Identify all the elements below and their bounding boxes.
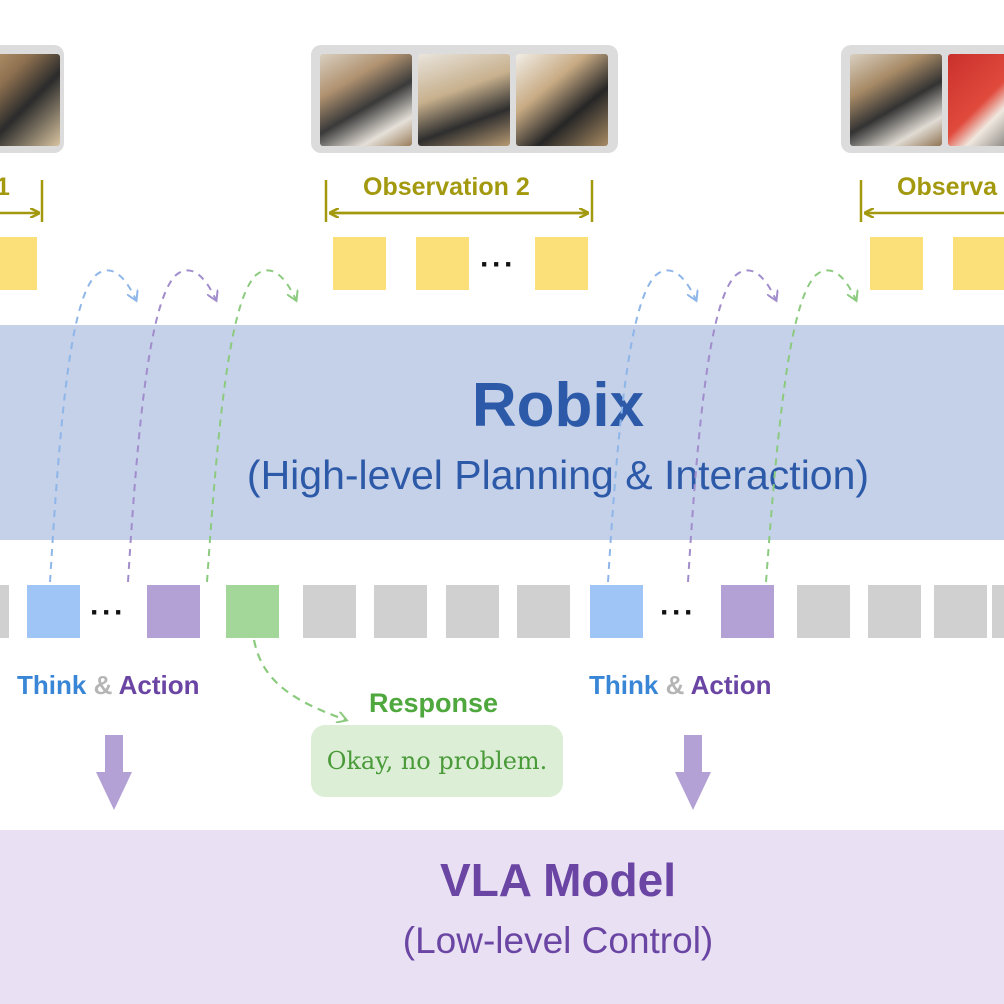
- observation-token: [0, 237, 37, 290]
- output-token: [517, 585, 570, 638]
- camera-frame-image: [948, 54, 1004, 146]
- think-token: [590, 585, 643, 638]
- action-label: Action: [118, 670, 200, 700]
- ampersand: &: [665, 670, 685, 700]
- output-token: [797, 585, 850, 638]
- think-feedback-arrow: [607, 269, 696, 583]
- response-text: Okay, no problem.: [326, 747, 548, 775]
- robix-panel: [0, 325, 1004, 540]
- ellipsis: ···: [90, 596, 126, 629]
- down-arrow-left: [96, 735, 132, 810]
- think-label: Think: [17, 670, 87, 700]
- camera-frame-image: [516, 54, 608, 146]
- response-arrow: [252, 639, 346, 720]
- think-feedback-arrow: [49, 269, 136, 583]
- observation-2-bracket: [324, 180, 594, 222]
- observation-1-images: [0, 45, 64, 153]
- observation-1-label: 1: [0, 173, 10, 201]
- camera-frame-image: [418, 54, 510, 146]
- ampersand: &: [93, 670, 113, 700]
- output-token: [446, 585, 499, 638]
- observation-3-bracket: [859, 180, 1004, 222]
- output-token: [303, 585, 356, 638]
- observation-3-label: Observa: [897, 173, 998, 201]
- response-bubble: Okay, no problem.: [311, 725, 563, 797]
- ellipsis: ···: [660, 596, 696, 629]
- action-token: [721, 585, 774, 638]
- think-action-label: Think & Action: [17, 672, 200, 698]
- think-label: Think: [589, 670, 659, 700]
- output-token: [868, 585, 921, 638]
- observation-3-images: [841, 45, 1004, 153]
- output-token: [0, 585, 9, 638]
- observation-2-images: [311, 45, 618, 153]
- vla-model-panel: [0, 830, 1004, 1004]
- observation-token: [953, 237, 1004, 290]
- action-feedback-arrow: [127, 269, 216, 583]
- vla-model-title: VLA Model: [440, 854, 676, 906]
- observation-token: [333, 237, 386, 290]
- output-token: [992, 585, 1004, 638]
- action-token: [147, 585, 200, 638]
- ellipsis: ···: [480, 248, 516, 281]
- vla-model-subtitle: (Low-level Control): [402, 920, 714, 961]
- output-token: [934, 585, 987, 638]
- response-feedback-arrow: [765, 269, 856, 583]
- observation-token: [535, 237, 588, 290]
- camera-frame-image: [0, 54, 60, 146]
- response-feedback-arrow: [206, 269, 296, 583]
- camera-frame-image: [320, 54, 412, 146]
- robix-title: Robix: [471, 371, 645, 440]
- observation-token: [870, 237, 923, 290]
- output-token: [374, 585, 427, 638]
- response-label: Response: [369, 688, 499, 718]
- observation-2-label: Observation 2: [363, 173, 530, 201]
- think-action-label: Think & Action: [589, 672, 772, 698]
- action-label: Action: [690, 670, 772, 700]
- observation-token: [416, 237, 469, 290]
- observation-1-bracket: [0, 180, 44, 222]
- robix-subtitle: (High-level Planning & Interaction): [246, 452, 870, 498]
- down-arrow-right: [675, 735, 711, 810]
- response-token: [226, 585, 279, 638]
- think-token: [27, 585, 80, 638]
- camera-frame-image: [850, 54, 942, 146]
- action-feedback-arrow: [687, 269, 776, 583]
